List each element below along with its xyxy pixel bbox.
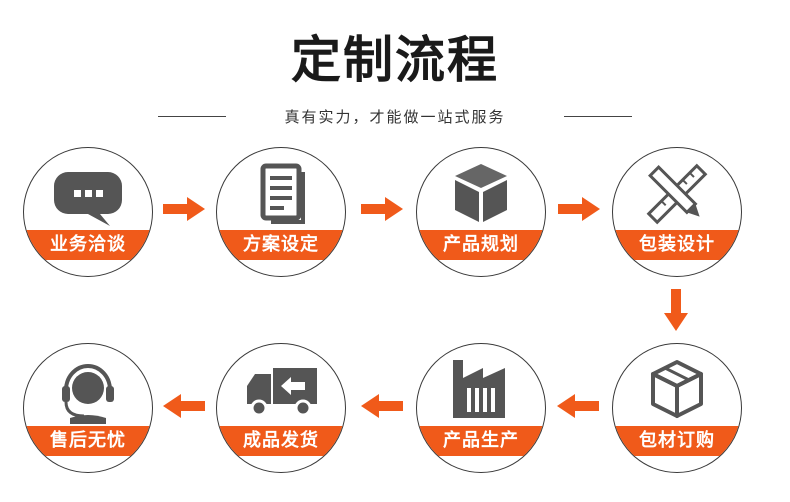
step-label: 方案设定 (217, 230, 345, 260)
box-icon (651, 360, 703, 418)
arrow-left-icon (163, 394, 205, 418)
cube-icon (455, 164, 507, 222)
step-plan-setting: 方案设定 (216, 147, 346, 277)
arrow-right-icon (163, 197, 205, 221)
factory-icon (453, 360, 505, 418)
step-label: 售后无忧 (24, 426, 152, 456)
arrow-right-icon (558, 197, 600, 221)
step-label: 包装设计 (613, 230, 741, 260)
arrow-left-icon (361, 394, 403, 418)
arrow-right-icon (361, 197, 403, 221)
subtitle-divider-right (563, 115, 632, 117)
arrow-left-icon (557, 394, 599, 418)
step-label: 包材订购 (613, 426, 741, 456)
step-label: 产品规划 (417, 230, 545, 260)
step-business-negotiation: 业务洽谈 (23, 147, 153, 277)
chat-bubble-icon (54, 172, 122, 226)
step-product-shipping: 成品发货 (216, 343, 346, 473)
step-label: 业务洽谈 (24, 230, 152, 260)
step-product-planning: 产品规划 (416, 147, 546, 277)
step-packaging-ordering: 包材订购 (612, 343, 742, 473)
page-title: 定制流程 (291, 31, 499, 89)
step-label: 成品发货 (217, 426, 345, 456)
pencil-ruler-icon (646, 163, 708, 225)
subtitle: 真有实力，才能做一站式服务 (284, 107, 506, 126)
headset-icon (62, 364, 114, 424)
step-product-production: 产品生产 (416, 343, 546, 473)
subtitle-divider-left (158, 115, 226, 117)
document-icon (260, 163, 305, 224)
step-label: 产品生产 (417, 426, 545, 456)
subtitle-row: 真有实力，才能做一站式服务 (158, 104, 632, 128)
step-packaging-design: 包装设计 (612, 147, 742, 277)
step-after-sales: 售后无忧 (23, 343, 153, 473)
delivery-truck-icon (247, 368, 317, 417)
arrow-down-icon (664, 289, 688, 331)
